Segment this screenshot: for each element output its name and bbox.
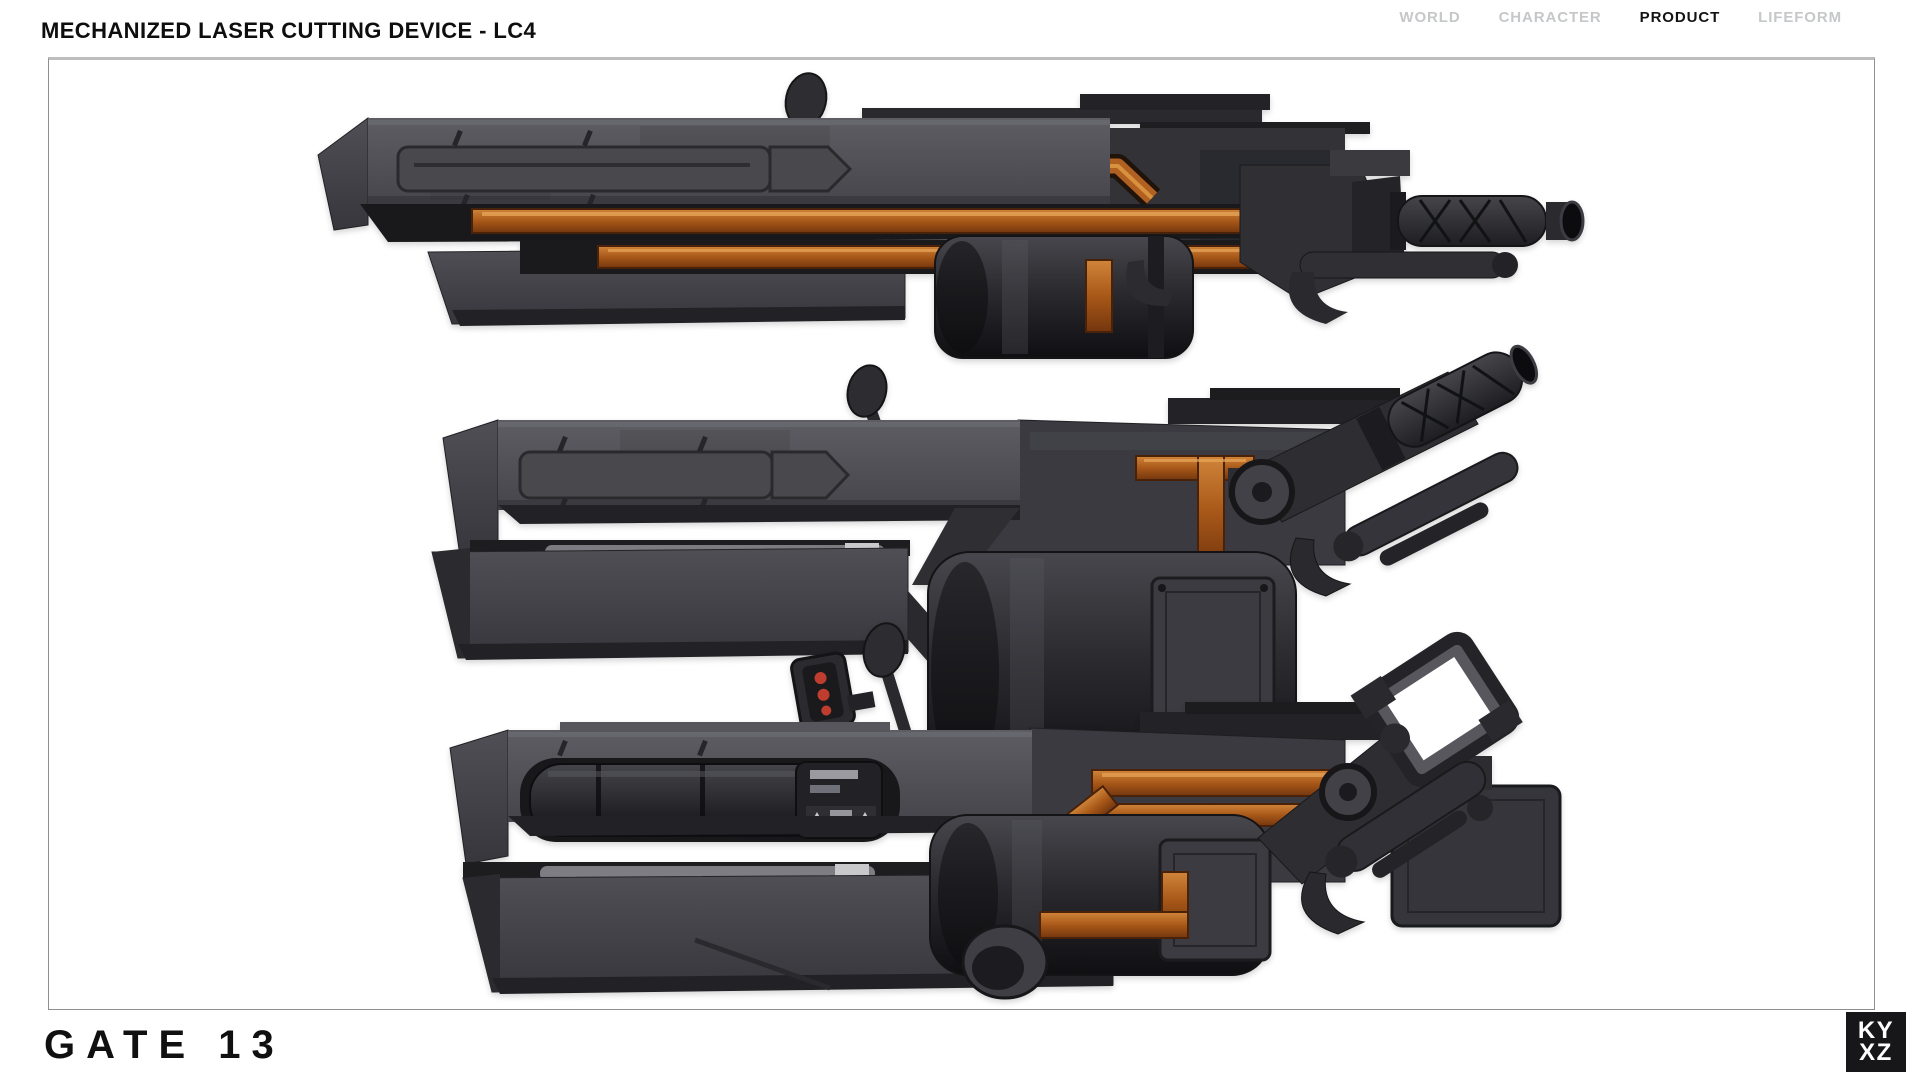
artwork-frame <box>48 57 1875 1010</box>
gate-label: GATE 13 <box>44 1023 285 1067</box>
nav-item-product[interactable]: PRODUCT <box>1639 9 1721 26</box>
nav-item-lifeform[interactable]: LIFEFORM <box>1758 9 1842 26</box>
top-navigation: WORLD CHARACTER PRODUCT LIFEFORM <box>1399 9 1842 26</box>
brand-logo-line2: XZ <box>1859 1039 1893 1066</box>
brand-logo: KY XZ <box>1846 1012 1906 1072</box>
page-title: MECHANIZED LASER CUTTING DEVICE - LC4 <box>41 18 537 43</box>
nav-item-character[interactable]: CHARACTER <box>1498 9 1602 26</box>
brand-logo-line1: KY <box>1857 1016 1895 1044</box>
nav-item-world[interactable]: WORLD <box>1399 9 1461 26</box>
